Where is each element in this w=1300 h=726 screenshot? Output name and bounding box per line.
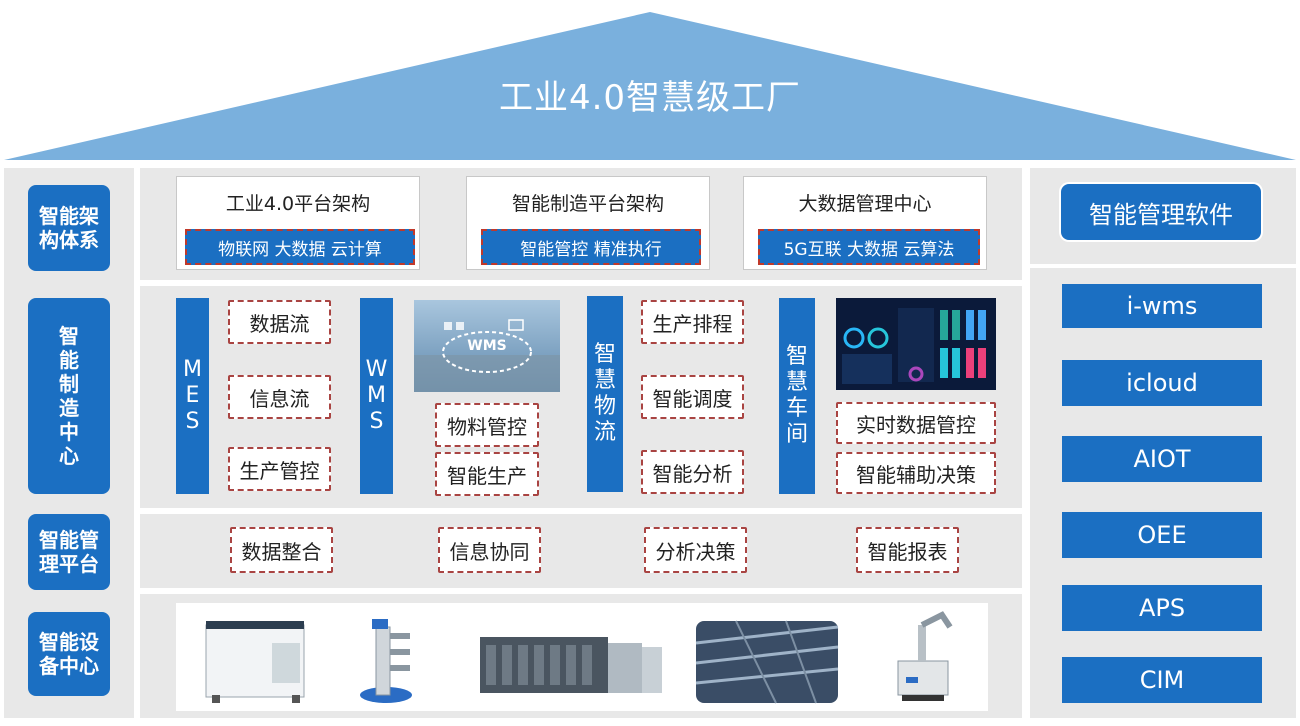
platform-bigdata-center: 大数据管理中心 5G互联 大数据 云算法 bbox=[743, 176, 987, 270]
equipment-cabinet-icon bbox=[480, 637, 662, 693]
mes-item-infoflow: 信息流 bbox=[228, 375, 331, 419]
label-manufacturing-center: 智能 制造 中心 bbox=[28, 298, 110, 494]
label-management-platform: 智能管理平台 bbox=[28, 514, 110, 590]
equipment-robot-arm-icon bbox=[360, 619, 412, 703]
wms-image: WMS bbox=[414, 300, 560, 392]
mgmt-item-analysis-decision: 分析决策 bbox=[644, 527, 747, 573]
workshop-item-realtime-data: 实时数据管控 bbox=[836, 402, 996, 444]
equipment-images bbox=[205, 611, 953, 704]
logistics-item-dispatch: 智能调度 bbox=[641, 375, 744, 419]
mgmt-item-data-integration: 数据整合 bbox=[230, 527, 333, 573]
smart-logistics-bar: 智慧 物流 bbox=[587, 296, 623, 492]
software-item-cim: CIM bbox=[1062, 657, 1262, 703]
roof-shape bbox=[4, 12, 1296, 160]
label-architecture-system: 智能架构体系 bbox=[28, 185, 110, 271]
roof: 工业4.0智慧级工厂 bbox=[0, 0, 1300, 165]
platform-strip: 物联网 大数据 云计算 bbox=[185, 229, 415, 265]
software-item-aps: APS bbox=[1062, 585, 1262, 631]
software-item-icloud: icloud bbox=[1062, 360, 1262, 406]
label-equipment-center: 智能设备中心 bbox=[28, 612, 110, 696]
mes-item-production-control: 生产管控 bbox=[228, 447, 331, 491]
roof-title: 工业4.0智慧级工厂 bbox=[498, 78, 802, 118]
logistics-item-analysis: 智能分析 bbox=[641, 450, 744, 494]
platform-smart-manufacturing: 智能制造平台架构 智能管控 精准执行 bbox=[466, 176, 710, 270]
mes-item-dataflow: 数据流 bbox=[228, 300, 331, 344]
dashboard-illustration bbox=[836, 298, 996, 390]
equipment-agv-robot-icon bbox=[897, 611, 953, 701]
wms-image-label: WMS bbox=[467, 338, 507, 354]
smart-management-software-title: 智能管理软件 bbox=[1061, 184, 1261, 240]
workshop-item-decision-support: 智能辅助决策 bbox=[836, 452, 996, 494]
equipment-factory-photo-icon bbox=[695, 620, 839, 704]
dashboard-image bbox=[836, 298, 996, 390]
logistics-item-scheduling: 生产排程 bbox=[641, 300, 744, 344]
software-item-oee: OEE bbox=[1062, 512, 1262, 558]
platform-industry40: 工业4.0平台架构 物联网 大数据 云计算 bbox=[176, 176, 420, 270]
platform-title: 大数据管理中心 bbox=[798, 193, 932, 215]
wms-item-smart-production: 智能生产 bbox=[435, 452, 539, 496]
smart-workshop-bar: 智慧 车间 bbox=[779, 298, 815, 494]
platform-strip: 5G互联 大数据 云算法 bbox=[758, 229, 980, 265]
software-list-band bbox=[1030, 268, 1296, 718]
platform-title: 智能制造平台架构 bbox=[511, 193, 664, 215]
mgmt-item-info-collaboration: 信息协同 bbox=[438, 527, 541, 573]
software-item-aiot: AIOT bbox=[1062, 436, 1262, 482]
software-item-i-wms: i-wms bbox=[1062, 284, 1262, 328]
platform-strip: 智能管控 精准执行 bbox=[481, 229, 701, 265]
mgmt-item-smart-report: 智能报表 bbox=[856, 527, 959, 573]
platform-title: 工业4.0平台架构 bbox=[225, 193, 371, 215]
wms-item-material-control: 物料管控 bbox=[435, 403, 539, 447]
equipment-machine-icon bbox=[205, 621, 305, 703]
equipment-panel bbox=[176, 603, 988, 711]
wms-illustration bbox=[414, 300, 560, 392]
